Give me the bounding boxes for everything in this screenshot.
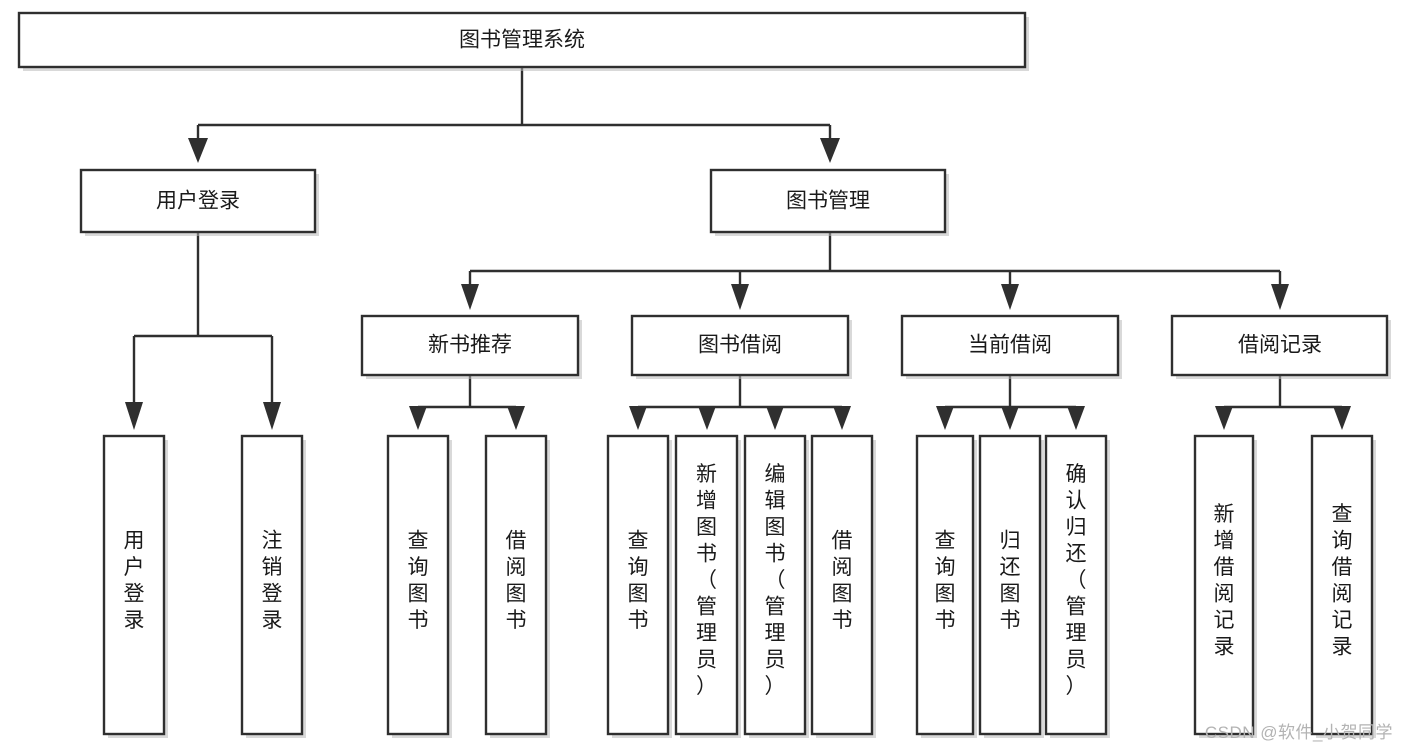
leaf-rec-borrow-book[interactable]: 借阅图书 (484, 434, 550, 738)
node-borrow-record[interactable]: 借阅记录 (1170, 314, 1391, 379)
arrow-bb-leaf-1 (629, 406, 647, 430)
arrow-bb-leaf-3 (766, 406, 784, 430)
arrow-root-to-book-manage (820, 138, 840, 163)
leaf-bb-add-book-box (674, 434, 739, 736)
leaf-bb-query-book-box (606, 434, 670, 736)
node-root-box (17, 11, 1027, 69)
leaf-user-logout-box (240, 434, 304, 736)
leaf-bb-borrow-book-box (810, 434, 874, 736)
leaf-cb-query-book-box (915, 434, 975, 736)
leaf-bb-edit-book[interactable]: 编辑图书（管理员） (743, 434, 809, 738)
arrow-bb-leaf-4 (833, 406, 851, 430)
leaf-br-query-record[interactable]: 查询借阅记录 (1310, 434, 1376, 738)
leaf-user-login-box (102, 434, 166, 736)
arrow-bm-to-current-borrow (1001, 284, 1019, 310)
arrow-cb-leaf-3 (1067, 406, 1085, 430)
leaf-br-query-record-box (1310, 434, 1374, 736)
node-borrow-record-box (1170, 314, 1389, 377)
leaf-bb-edit-book-label: 编辑图书（管理员） (765, 463, 786, 698)
arrow-nbr-leaf-2 (507, 406, 525, 430)
node-book-borrow-label: 图书借阅 (698, 334, 782, 357)
arrow-br-leaf-2 (1333, 406, 1351, 430)
leaf-cb-confirm-return[interactable]: 确认归还（管理员） (1044, 434, 1110, 738)
arrow-bm-to-book-borrow (731, 284, 749, 310)
node-book-borrow-box (630, 314, 850, 377)
arrow-user-login-leaf-2 (263, 402, 281, 430)
leaf-bb-query-book[interactable]: 查询图书 (606, 434, 672, 738)
leaf-rec-borrow-book-box (484, 434, 548, 736)
leaf-bb-query-book-label: 查询图书 (628, 529, 649, 632)
node-current-borrow-box (900, 314, 1120, 377)
node-new-book-recommend-box (360, 314, 580, 377)
leaf-user-logout-label: 注销登录 (262, 529, 283, 632)
arrow-bm-to-borrow-record (1271, 284, 1289, 310)
leaf-br-add-record[interactable]: 新增借阅记录 (1193, 434, 1257, 738)
leaf-cb-return-book-label: 归还图书 (1000, 529, 1021, 632)
leaf-user-login-label: 用户登录 (124, 529, 145, 632)
arrow-user-login-leaf-1 (125, 402, 143, 430)
leaf-rec-query-book[interactable]: 查询图书 (386, 434, 452, 738)
arrow-br-leaf-1 (1215, 406, 1233, 430)
leaf-bb-add-book-label: 新增图书（管理员） (696, 463, 717, 698)
leaf-rec-borrow-book-label: 借阅图书 (506, 529, 527, 632)
leaf-bb-edit-book-box (743, 434, 807, 736)
leaf-user-login[interactable]: 用户登录 (102, 434, 168, 738)
node-book-manage-label: 图书管理 (786, 190, 870, 213)
node-new-book-recommend[interactable]: 新书推荐 (360, 314, 582, 379)
arrow-cb-leaf-2 (1001, 406, 1019, 430)
node-current-borrow[interactable]: 当前借阅 (900, 314, 1122, 379)
arrow-nbr-leaf-1 (409, 406, 427, 430)
arrow-cb-leaf-1 (936, 406, 954, 430)
leaf-br-add-record-box (1193, 434, 1255, 736)
leaf-cb-confirm-return-box (1044, 434, 1108, 736)
node-root-label: 图书管理系统 (459, 29, 585, 52)
leaf-rec-query-book-box (386, 434, 450, 736)
node-book-manage-box (709, 168, 947, 234)
leaf-br-query-record-label: 查询借阅记录 (1332, 503, 1353, 659)
node-user-login[interactable]: 用户登录 (79, 168, 319, 236)
leaf-bb-borrow-book-label: 借阅图书 (832, 529, 853, 632)
leaf-bb-add-book[interactable]: 新增图书（管理员） (674, 434, 741, 738)
leaf-cb-confirm-return-label: 确认归还（管理员） (1066, 463, 1087, 698)
node-root[interactable]: 图书管理系统 (17, 11, 1029, 71)
node-user-login-label: 用户登录 (156, 190, 240, 213)
leaf-bb-borrow-book[interactable]: 借阅图书 (810, 434, 876, 738)
leaf-user-logout[interactable]: 注销登录 (240, 434, 306, 738)
node-new-book-recommend-label: 新书推荐 (428, 334, 512, 357)
node-book-manage[interactable]: 图书管理 (709, 168, 949, 236)
leaf-rec-query-book-label: 查询图书 (408, 529, 429, 632)
arrow-root-to-user-login (188, 138, 208, 163)
connector-layer (125, 67, 1351, 430)
leaf-cb-query-book[interactable]: 查询图书 (915, 434, 977, 738)
leaf-br-add-record-label: 新增借阅记录 (1214, 503, 1235, 659)
leaf-cb-return-book-box (978, 434, 1042, 736)
node-user-login-box (79, 168, 317, 234)
node-book-borrow[interactable]: 图书借阅 (630, 314, 852, 379)
arrow-bm-to-new-book-rec (461, 284, 479, 310)
node-borrow-record-label: 借阅记录 (1238, 334, 1322, 357)
watermark-text: CSDN @软件_小贺同学 (1204, 723, 1393, 742)
arrow-bb-leaf-2 (698, 406, 716, 430)
node-current-borrow-label: 当前借阅 (968, 334, 1052, 357)
leaf-node-layer: 用户登录 注销登录 查询图书 借阅图书 查询图书 新增图书（管理员） 编辑图书（管理员） 借阅… (102, 434, 1376, 738)
leaf-cb-query-book-label: 查询图书 (935, 529, 956, 632)
leaf-cb-return-book[interactable]: 归还图书 (978, 434, 1044, 738)
